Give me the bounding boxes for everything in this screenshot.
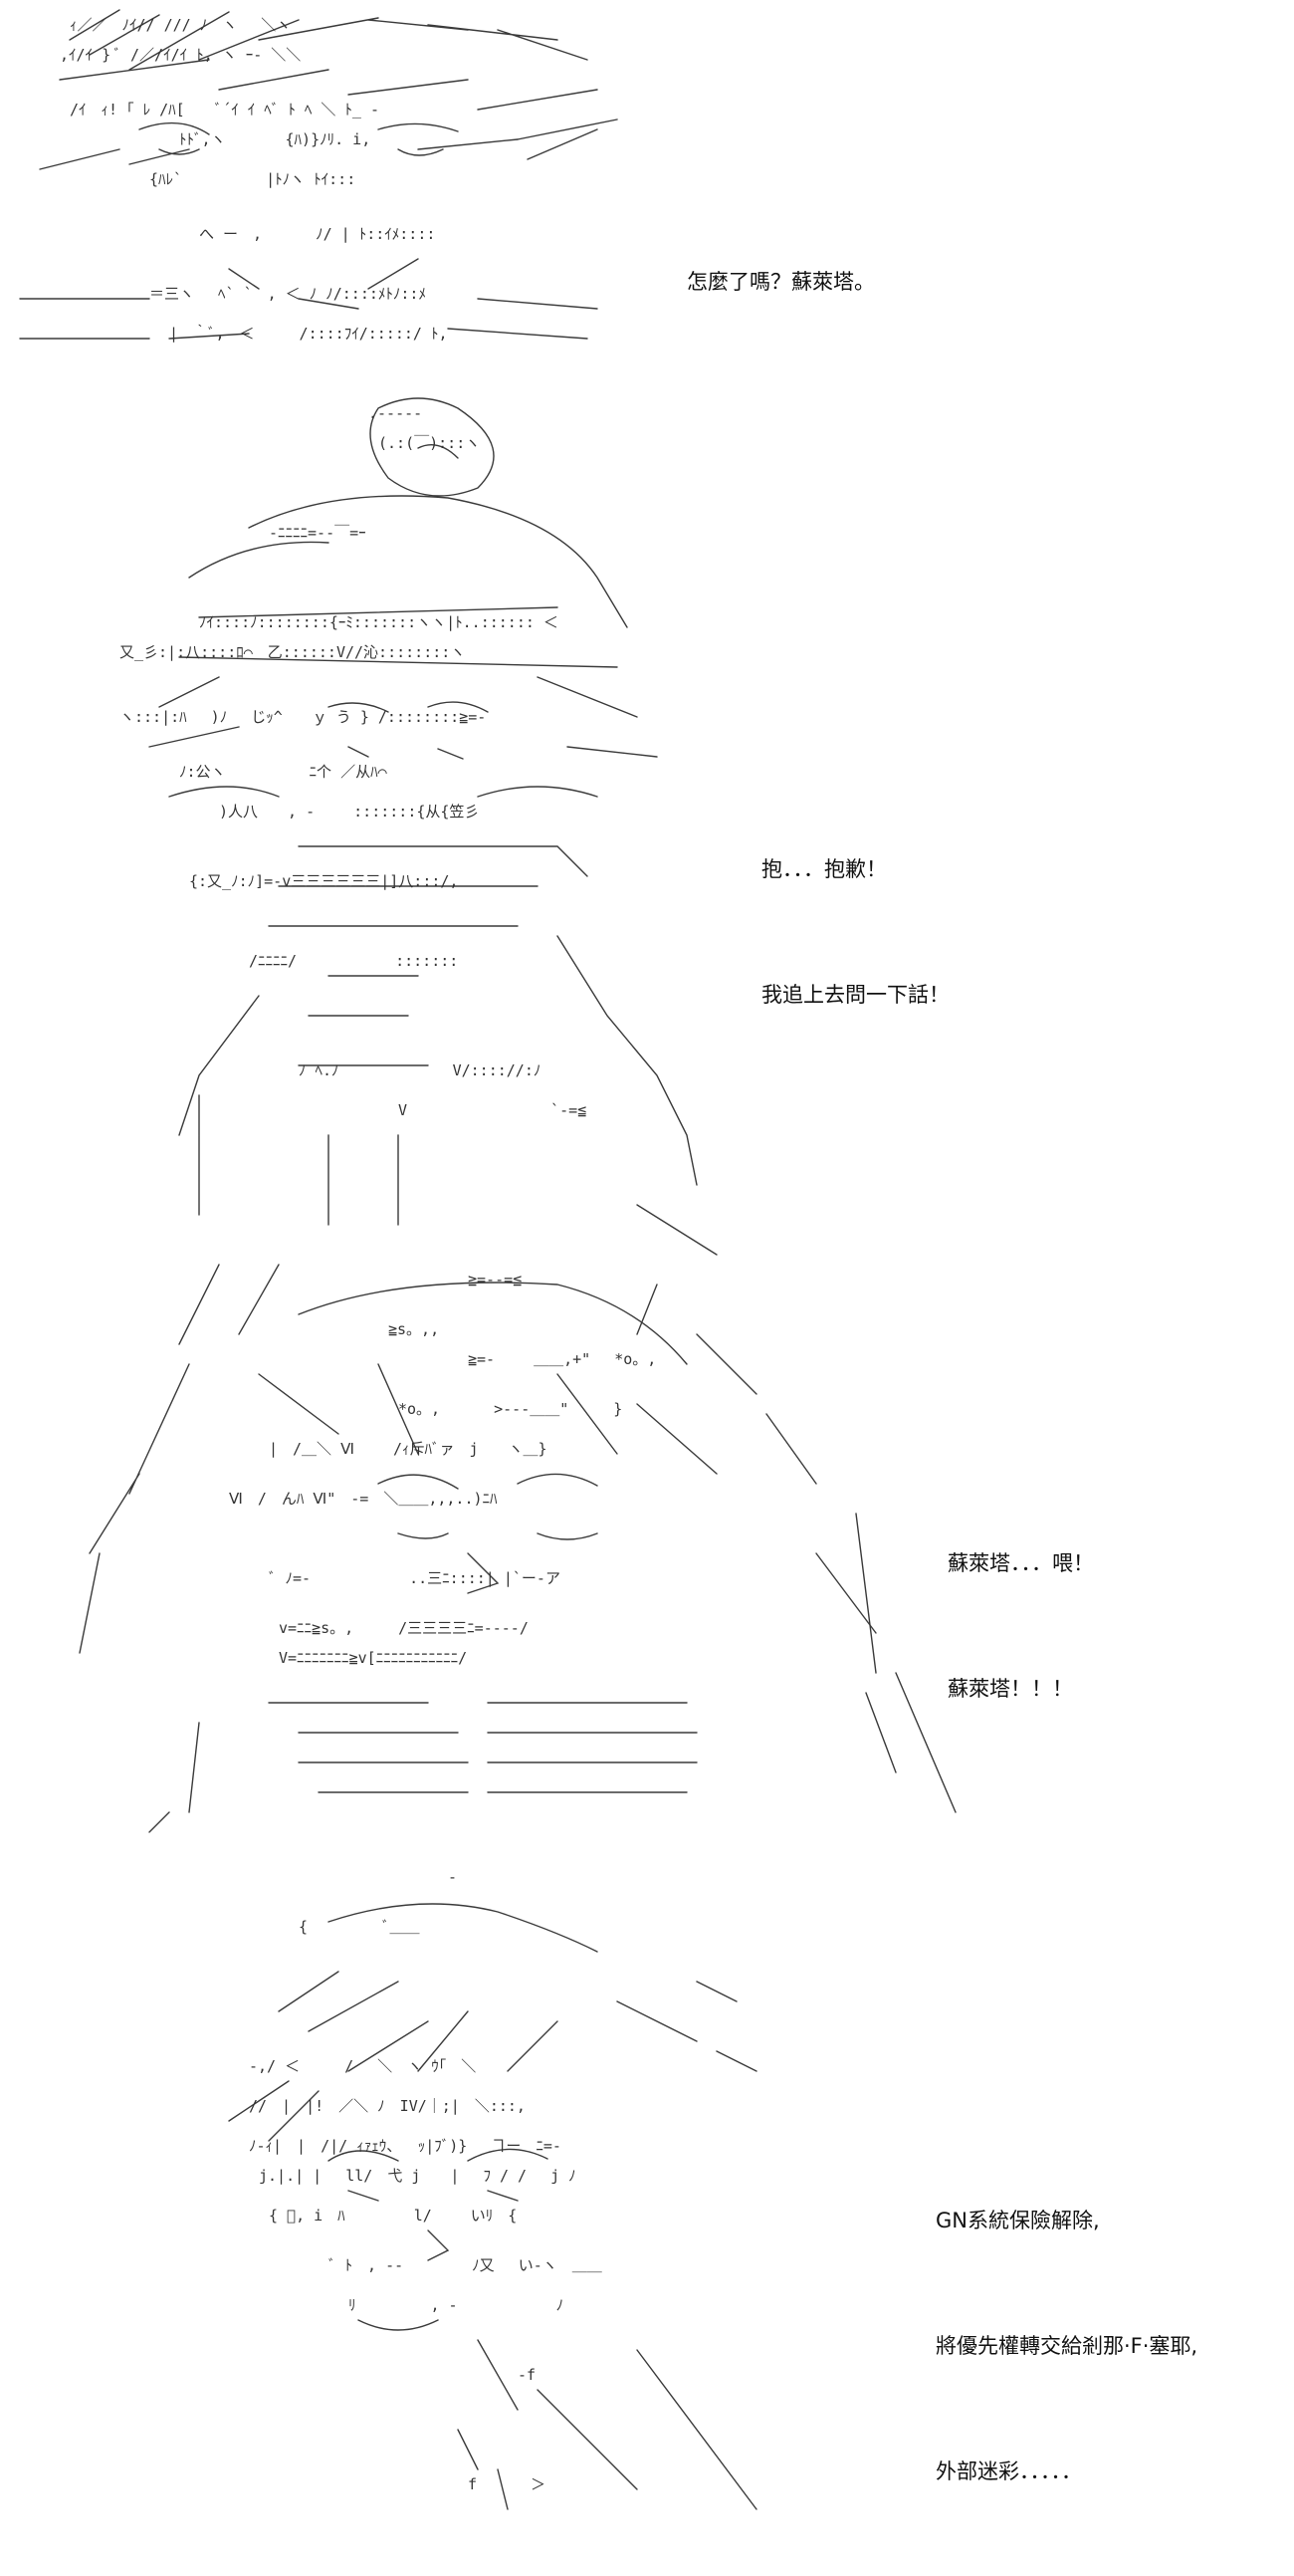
svg-text:{ ﾞ, i ﾊ l/ いﾘ {: { ﾞ, i ﾊ l/ いﾘ { bbox=[269, 2207, 517, 2225]
svg-text:/ﾆﾆﾆﾆ/ :::::::: /ﾆﾆﾆﾆ/ ::::::: bbox=[249, 952, 458, 970]
svg-text:,ｲ/ｲ } ﾞ /／/ｲ/ｲ ﾄ, ヽ ｰ‐ ＼＼: ,ｲ/ｲ } ﾞ /／/ｲ/ｲ ﾄ, ヽ ｰ‐ ＼＼ bbox=[60, 46, 301, 64]
svg-text:ﾉ ﾍ.ﾉ V/:::://:ﾉ: ﾉ ﾍ.ﾉ V/:::://:ﾉ bbox=[299, 1061, 540, 1079]
svg-text:＝三ヽ ﾍ` ` , ＜ ﾉ ﾉ/::::ﾒﾄﾉ::ﾒ: ＝三ヽ ﾍ` ` , ＜ ﾉ ﾉ/::::ﾒﾄﾉ::ﾒ bbox=[149, 285, 426, 303]
dialog-line: GN系統保險解除, bbox=[936, 2209, 1100, 2232]
svg-text:ﾞ ﾉ=- ..三ﾆ::::| |`ー‐ア: ﾞ ﾉ=- ..三ﾆ::::| |`ー‐ア bbox=[269, 1569, 560, 1587]
svg-text:Ⅵ / んﾊ Ⅵ" -= ＼＿＿,,,..)ﾆﾊ: Ⅵ / んﾊ Ⅵ" -= ＼＿＿,,,..)ﾆﾊ bbox=[229, 1490, 498, 1508]
svg-text:(.:(￣):::ヽ: (.:(￣):::ヽ bbox=[378, 434, 480, 452]
svg-text:-: - bbox=[448, 1868, 457, 1886]
svg-text:V=ﾆﾆﾆﾆﾆﾆﾆ≧v[ﾆﾆﾆﾆﾆﾆﾆﾆﾆﾆﾆ/: V=ﾆﾆﾆﾆﾆﾆﾆ≧v[ﾆﾆﾆﾆﾆﾆﾆﾆﾆﾆﾆ/ bbox=[279, 1649, 467, 1667]
dialog-line: 蘇萊塔！！！ bbox=[948, 1677, 1073, 1701]
svg-text:| /＿＼ Ⅵ /ｨ斥ﾊﾞァ j ヽ＿}: | /＿＼ Ⅵ /ｨ斥ﾊﾞァ j ヽ＿} bbox=[269, 1440, 547, 1458]
dialog-line: 外部迷彩．．．．． bbox=[936, 2459, 1082, 2483]
svg-text:*o。, >-‐‐＿＿" }: *o。, >-‐‐＿＿" } bbox=[398, 1400, 622, 1418]
svg-text:へ ー , ﾉ/ | ﾄ::ｲﾒ::::: へ ー , ﾉ/ | ﾄ::ｲﾒ:::: bbox=[199, 225, 435, 243]
svg-text:ﾄﾄﾞ,ヽ {ﾊ)}ﾉﾘ. i,: ﾄﾄﾞ,ヽ {ﾊ)}ﾉﾘ. i, bbox=[179, 130, 370, 148]
dialog-text: 怎麼了嗎？蘇萊塔。 bbox=[687, 177, 875, 386]
dialog-text: 蘇萊塔．．．喂！ 蘇萊塔！！！ bbox=[948, 1459, 1094, 1793]
svg-text:ﾘ , ‐ ﾉ: ﾘ , ‐ ﾉ bbox=[348, 2296, 563, 2314]
svg-text:ﾉ‐ｨ| | /|/ ｨｧｪｳ、 ｯ|ﾌﾞ)} ヿー ﾆ: ﾉ‐ｨ| | /|/ ｨｧｪｳ、 ｯ|ﾌﾞ)} ヿー ﾆ=- bbox=[249, 2137, 561, 2155]
svg-text:-f: -f bbox=[518, 2366, 536, 2384]
svg-text:‐,/ ＜ / ＼ ヽ ｳ｢ ＼: ‐,/ ＜ / ＼ ヽ ｳ｢ ＼ bbox=[249, 2057, 476, 2075]
svg-text:-ﾆﾆﾆﾆ=-‐￣=ｰ: -ﾆﾆﾆﾆ=-‐￣=ｰ bbox=[269, 524, 366, 542]
svg-text:.-‐‐‐-: .-‐‐‐- bbox=[368, 404, 422, 422]
svg-text:f ＞: f ＞ bbox=[468, 2475, 545, 2493]
svg-text:)人八 , - :::::::{从{笠彡: )人八 , - :::::::{从{笠彡 bbox=[219, 803, 479, 820]
svg-text:V `-=≦: V `-=≦ bbox=[398, 1101, 586, 1119]
svg-text:ｨ／／ ﾉｲ// /// ﾉ ヽ ＼ヽ: ｨ／／ ﾉｲ// /// ﾉ ヽ ＼ヽ bbox=[70, 16, 291, 34]
dialog-line: 抱．．．抱歉！ bbox=[761, 857, 887, 881]
dialog-text: 抱．．．抱歉！ 我追上去問一下話！ bbox=[761, 765, 950, 1099]
panel-2: .-‐‐‐- (.:(￣):::ヽ -ﾆﾆﾆﾆ=-‐￣=ｰ ﾉｲ::::ﾉ:::… bbox=[0, 378, 1294, 1256]
dialog-line: 將優先權轉交給剎那·F·塞耶, bbox=[936, 2334, 1198, 2358]
svg-text:又_彡:|:八::::ﾛ⌒ 乙::::::V//沁:::::: 又_彡:|:八::::ﾛ⌒ 乙::::::V//沁::::::::ヽ bbox=[119, 643, 465, 661]
panel-4: - { ﾞ＿＿ ‐,/ ＜ / ＼ ヽ ｳ｢ ＼ // | |! ／＼ ﾉ IV… bbox=[0, 1868, 1294, 2519]
dialog-line: 怎麼了嗎？蘇萊塔。 bbox=[687, 270, 875, 294]
panel-3: ≧=-‐=≦ ≧s。,, ≧=- ＿＿,+" *o。, *o。, >-‐‐＿＿"… bbox=[0, 1255, 1294, 1833]
svg-text:v=ﾆﾆ≧s。, /三三三三ﾆ=-‐‐‐/: v=ﾆﾆ≧s。, /三三三三ﾆ=-‐‐‐/ bbox=[279, 1619, 529, 1637]
svg-text:{ ﾞ＿＿: { ﾞ＿＿ bbox=[299, 1918, 420, 1936]
character-turning-ascii-art: .-‐‐‐- (.:(￣):::ヽ -ﾆﾆﾆﾆ=-‐￣=ｰ ﾉｲ::::ﾉ:::… bbox=[119, 397, 718, 1256]
dialog-line: 我追上去問一下話！ bbox=[761, 983, 950, 1007]
svg-text:≧=-‐=≦: ≧=-‐=≦ bbox=[468, 1271, 522, 1288]
svg-text:j.|.| | ll/ 弋 j | ﾌ / / j: j.|.| | ll/ 弋 j | ﾌ / / j ﾉ bbox=[259, 2167, 576, 2185]
svg-text:ﾉｲ::::ﾉ::::::::{ｰﾐ:::::::ヽヽ|ﾄ.: ﾉｲ::::ﾉ::::::::{ｰﾐ:::::::ヽヽ|ﾄ..:::::: ＜ bbox=[199, 613, 558, 631]
svg-text:{ﾊﾚ` |ﾄﾉヽ ﾄｲ:::: {ﾊﾚ` |ﾄﾉヽ ﾄｲ::: bbox=[149, 170, 355, 188]
svg-text:≧s。,,: ≧s。,, bbox=[388, 1320, 439, 1338]
svg-text:ﾞ ﾄ , ‐‐ ﾉ又 い-ヽ ＿＿: ﾞ ﾄ , ‐‐ ﾉ又 い-ヽ ＿＿ bbox=[328, 2256, 602, 2274]
character-surprised-ascii-art: ≧=-‐=≦ ≧s。,, ≧=- ＿＿,+" *o。, *o。, >-‐‐＿＿"… bbox=[79, 1264, 957, 1833]
character-closeup-ascii-art: - { ﾞ＿＿ ‐,/ ＜ / ＼ ヽ ｳ｢ ＼ // | |! ／＼ ﾉ IV… bbox=[228, 1868, 757, 2510]
dialog-text: GN系統保險解除, 將優先權轉交給剎那·F·塞耶, 外部迷彩．．．．． bbox=[936, 2116, 1197, 2576]
svg-text:ヽ:::|:ﾊ )ﾉ じｯ^ ｙ う } /:::::: ヽ:::|:ﾊ )ﾉ じｯ^ ｙ う } /::::::::≧=- bbox=[119, 708, 486, 726]
svg-text:/ｲ ｨ! ｢ ﾚ /ﾊ[ ﾞ´ｲ ｲ ﾍﾞ ﾄ ﾍ ＼: /ｲ ｨ! ｢ ﾚ /ﾊ[ ﾞ´ｲ ｲ ﾍﾞ ﾄ ﾍ ＼ ﾄ_ ‐ bbox=[70, 101, 379, 118]
svg-text:// | |! ／＼ ﾉ IV/｜;| ＼:::,: // | |! ／＼ ﾉ IV/｜;| ＼:::, bbox=[249, 2097, 526, 2115]
svg-text:{:又_ﾉ:ﾉ]=-v三三三三三三|]八:::/,: {:又_ﾉ:ﾉ]=-v三三三三三三|]八:::/, bbox=[189, 872, 458, 890]
svg-text:| ｀ﾞ, ＜ /::::ﾌｲ/:::::/ ﾄ,: | ｀ﾞ, ＜ /::::ﾌｲ/:::::/ ﾄ, bbox=[169, 324, 448, 343]
svg-text:≧=- ＿＿,+" *o。,: ≧=- ＿＿,+" *o。, bbox=[468, 1350, 656, 1368]
dialog-line: 蘇萊塔．．．喂！ bbox=[948, 1551, 1094, 1575]
panel-1: ｨ／／ ﾉｲ// /// ﾉ ヽ ＼ヽ ,ｲ/ｲ } ﾞ /／/ｲ/ｲ ﾄ, ヽ… bbox=[0, 0, 1294, 368]
svg-text:ﾉ:公ヽ ﾆ个 ／从ﾊ⌒: ﾉ:公ヽ ﾆ个 ／从ﾊ⌒ bbox=[179, 763, 387, 781]
character-face-ascii-art: ｨ／／ ﾉｲ// /// ﾉ ヽ ＼ヽ ,ｲ/ｲ } ﾞ /／/ｲ/ｲ ﾄ, ヽ… bbox=[19, 9, 618, 343]
